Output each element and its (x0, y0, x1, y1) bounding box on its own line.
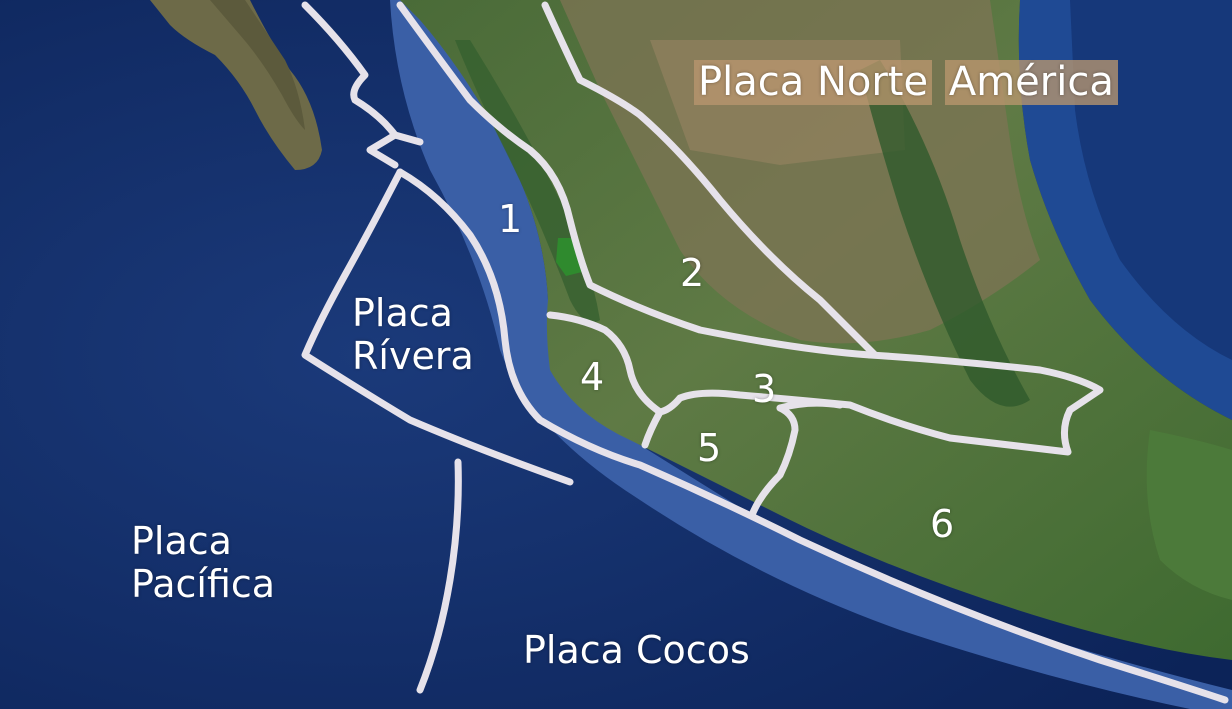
baja-california (150, 0, 322, 170)
label-pacific-plate: Placa Pacífica (131, 520, 275, 605)
label-rivera-line1: Placa (352, 291, 453, 335)
region-line-1 (396, 1, 874, 359)
region-line-4 (546, 311, 664, 449)
region-line-5 (748, 404, 799, 519)
label-north-america-plate: Placa Norte América (694, 60, 1118, 105)
label-north-america-line2: América (944, 60, 1118, 105)
southeast-land (1146, 430, 1232, 600)
label-cocos-plate: Placa Cocos (523, 628, 750, 672)
rift-transform (391, 131, 424, 146)
gulf-rift-line (301, 1, 399, 169)
zone-label-5: 5 (697, 426, 722, 470)
sierra-madre-oriental (860, 60, 1030, 407)
boundary-lines (301, 1, 1229, 704)
label-pacific-line2: Pacífica (131, 561, 276, 606)
zone-label-1: 1 (498, 197, 523, 241)
label-north-america-line1: Placa Norte (694, 60, 933, 105)
zone-label-4: 4 (580, 355, 605, 399)
trench-line (396, 168, 1229, 704)
label-rivera-plate: Placa Rívera (352, 292, 474, 377)
label-rivera-line2: Rívera (352, 333, 474, 378)
label-pacific-line1: Placa (131, 519, 232, 563)
zone-label-6: 6 (930, 502, 955, 546)
pacific-cocos-boundary (416, 458, 462, 694)
region-line-3 (656, 351, 1104, 456)
zone-label-3: 3 (752, 367, 777, 411)
rivera-west-boundary (301, 168, 574, 486)
zone-label-2: 2 (680, 251, 705, 295)
baja-ridge (210, 0, 305, 130)
region-line-2 (541, 1, 879, 359)
region-line-5b (776, 399, 844, 412)
